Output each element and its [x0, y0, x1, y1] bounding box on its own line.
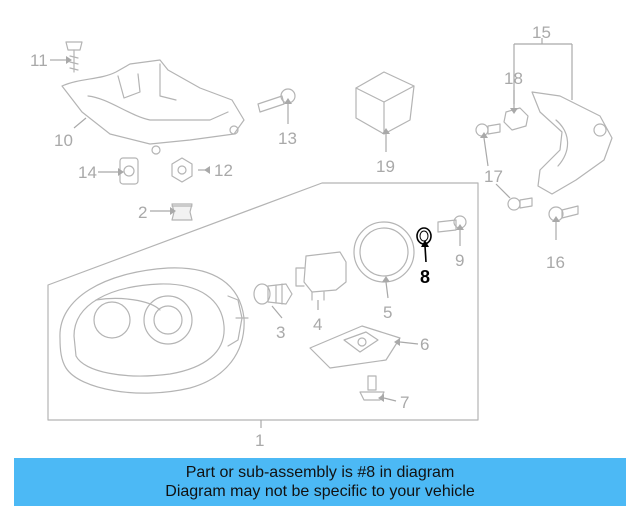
- leader-10: [73, 117, 87, 129]
- banner-line-2: Diagram may not be specific to your vehi…: [165, 483, 475, 500]
- part-8-o-ring: [416, 227, 432, 245]
- part-2-grommet: [171, 203, 193, 221]
- part-7-bolt: [359, 375, 385, 401]
- part-10-bracket: [61, 59, 245, 155]
- leader-17b: [495, 183, 511, 199]
- part-4-socket: [295, 251, 347, 301]
- leader-arrowheads: [66, 56, 560, 402]
- part-17-bolts: [475, 123, 533, 211]
- leader-lines: [50, 59, 557, 428]
- part-19-module: [355, 71, 415, 135]
- leader-5: [385, 281, 389, 299]
- callout-19: 19: [376, 157, 395, 176]
- part-1-headlamp-housing: [59, 267, 249, 394]
- leader-17a: [483, 137, 489, 167]
- callout-4: 4: [313, 315, 322, 334]
- callout-11: 11: [30, 51, 48, 70]
- callout-2: 2: [138, 203, 147, 222]
- part-3-bulb: [253, 283, 293, 305]
- callout-14: 14: [78, 163, 97, 182]
- part-18-clip: [503, 107, 529, 131]
- leader-8: [424, 245, 427, 263]
- assembly-box-1: [47, 182, 479, 421]
- leader-7: [383, 397, 397, 402]
- callout-6: 6: [420, 335, 429, 354]
- part-6-module: [309, 325, 401, 369]
- callout-16: 16: [546, 253, 565, 272]
- part-16-bolt: [548, 205, 579, 222]
- part-12-nut: [171, 157, 193, 183]
- callout-18: 18: [504, 69, 523, 88]
- callout-8: 8: [420, 267, 430, 287]
- callout-12: 12: [214, 161, 233, 180]
- leader-6: [399, 341, 419, 345]
- callout-5: 5: [383, 303, 392, 322]
- callout-15: 15: [532, 23, 551, 42]
- part-11-screw: [65, 41, 83, 73]
- callout-numbers: 1 2 3 4 5 6 7 8 9 10 11 12 13 14 15 16 1…: [30, 23, 565, 450]
- banner-line-1: Part or sub-assembly is #8 in diagram: [185, 464, 455, 481]
- callout-7: 7: [400, 393, 409, 412]
- leader-3: [271, 305, 283, 319]
- part-15-support-bracket: [531, 91, 613, 195]
- part-5-cover: [353, 221, 415, 283]
- info-banner: Part or sub-assembly is #8 in diagram Di…: [14, 458, 626, 506]
- callout-1: 1: [255, 431, 264, 450]
- callout-9: 9: [455, 251, 464, 270]
- callout-3: 3: [276, 323, 285, 342]
- callout-10: 10: [54, 131, 73, 150]
- callout-17: 17: [484, 167, 503, 186]
- part-14-clip: [119, 157, 139, 185]
- callout-13: 13: [278, 129, 297, 148]
